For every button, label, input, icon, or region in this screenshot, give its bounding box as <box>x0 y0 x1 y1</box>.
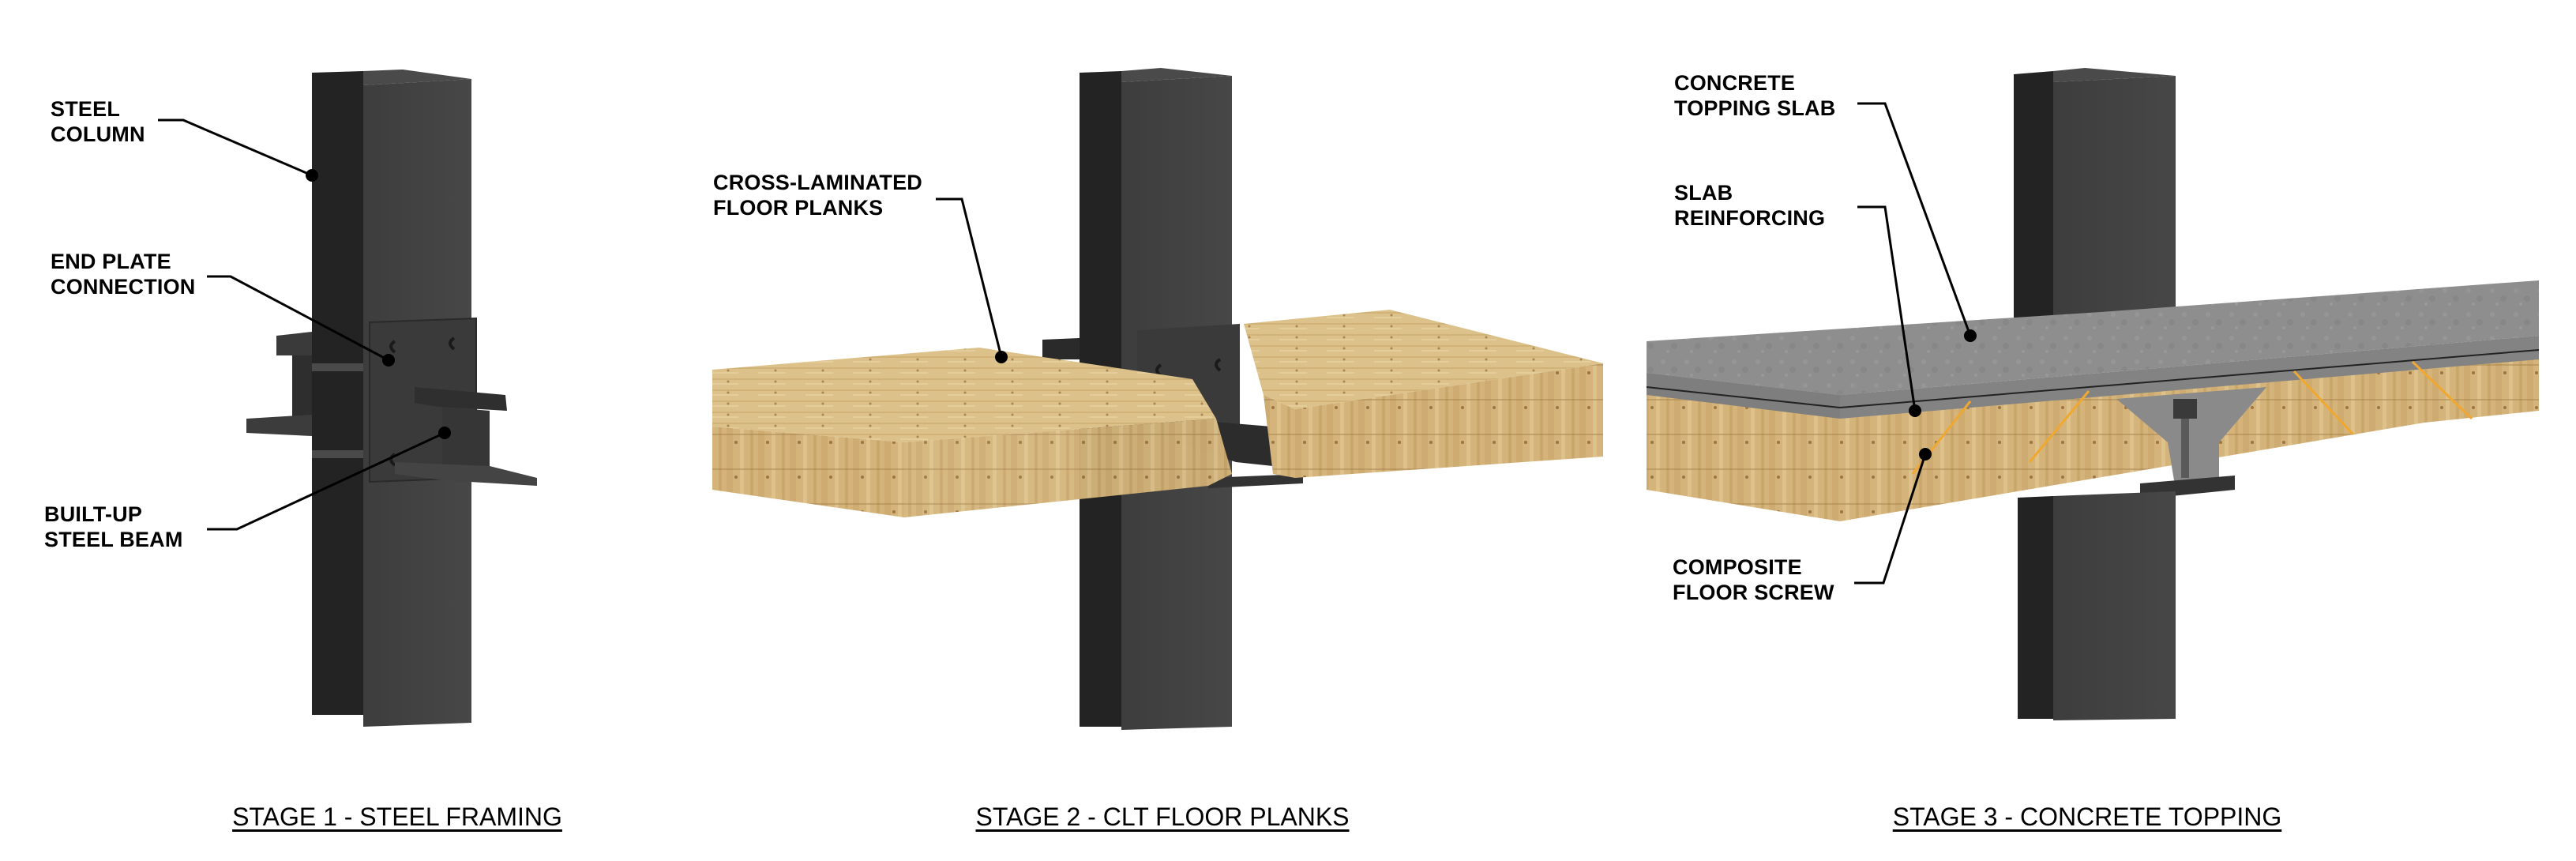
bolt-icon <box>389 453 396 467</box>
label-line: BUILT-UP <box>44 502 143 526</box>
bolt-icon <box>1215 358 1222 372</box>
clt-panel-right-front <box>1264 363 1603 478</box>
embedded-beam-web <box>2181 419 2189 478</box>
label-line: CROSS-LAMINATED <box>713 171 922 194</box>
concrete-joint-wedge <box>2116 387 2266 490</box>
leader-end-plate <box>207 275 389 362</box>
composite-floor-screw <box>2411 360 2473 420</box>
steel-column-face <box>2053 76 2176 340</box>
steel-column-lower-flange <box>2018 496 2053 719</box>
leader-dot <box>1964 329 1977 342</box>
leader-dot <box>306 169 318 182</box>
beam-left-top-flange <box>1042 338 1080 359</box>
steel-column-web-top <box>2053 68 2176 82</box>
label-concrete-topping-slab: CONCRETE TOPPING SLAB <box>1674 70 1835 121</box>
steel-column-web-top <box>1121 68 1232 82</box>
slab-reinforcing-line <box>1839 349 2540 408</box>
label-cross-laminated-floor-planks: CROSS-LAMINATED FLOOR PLANKS <box>713 170 922 220</box>
stage-2-clt-floor-planks <box>712 68 1603 730</box>
beam-left-bottom-flange <box>246 415 312 436</box>
steel-column-flange <box>312 71 363 715</box>
stage-3-concrete-topping <box>1646 68 2540 720</box>
stage-1-steel-framing <box>246 70 537 727</box>
label-steel-column: STEEL COLUMN <box>51 96 145 147</box>
leader-composite-screw <box>1854 453 1927 585</box>
concrete-slab-top <box>1647 280 2539 395</box>
clt-panel-left-front <box>712 427 904 517</box>
stage-3-caption: STAGE 3 - CONCRETE TOPPING <box>1892 803 2282 831</box>
leader-steel-column <box>158 118 313 177</box>
label-line: FLOOR SCREW <box>1673 581 1834 604</box>
leader-slab-reinforcing <box>1857 205 1917 412</box>
stage-2-caption: STAGE 2 - CLT FLOOR PLANKS <box>975 803 1350 831</box>
label-line: COMPOSITE <box>1673 555 1802 579</box>
label-line: COLUMN <box>51 122 145 146</box>
beam-left-web <box>292 355 312 419</box>
steel-column-web-top <box>363 70 471 85</box>
leader-dot <box>438 427 451 439</box>
label-line: STEEL BEAM <box>44 528 183 551</box>
leader-clt-planks <box>936 197 1003 358</box>
slab-reinforcing-line <box>1646 386 1841 408</box>
clt-panel-right-top <box>1244 310 1603 409</box>
label-line: TOPPING SLAB <box>1674 96 1836 120</box>
beam-right-top-flange <box>415 387 507 411</box>
column-stiffener <box>312 363 363 371</box>
leader-dot <box>1909 404 1921 417</box>
label-slab-reinforcing: SLAB REINFORCING <box>1674 180 1825 231</box>
leader-built-up-beam <box>207 431 445 531</box>
label-end-plate-connection: END PLATE CONNECTION <box>51 249 196 299</box>
label-line: SLAB <box>1674 181 1733 205</box>
steel-column-lower-face <box>2053 491 2176 720</box>
bolt-icon <box>449 337 456 351</box>
steel-column-flange <box>2014 71 2053 341</box>
concrete-slab-side <box>1840 336 2539 419</box>
beam-left-top-flange <box>276 332 312 355</box>
label-line: END PLATE <box>51 250 171 273</box>
leader-concrete-slab <box>1857 102 1972 337</box>
leader-dot <box>1919 448 1932 461</box>
beam-bottom-flange <box>1208 474 1303 488</box>
clt-panel-left-top <box>712 348 1216 442</box>
leader-lines <box>158 102 1972 585</box>
concrete-slab-front <box>1647 373 1840 419</box>
clt-panel-left-side <box>904 419 1232 517</box>
label-line: CONNECTION <box>51 275 196 299</box>
leader-dot <box>382 354 395 367</box>
beam-right-bottom-flange <box>395 462 537 486</box>
label-line: CONCRETE <box>1674 71 1796 95</box>
label-composite-floor-screw: COMPOSITE FLOOR SCREW <box>1673 555 1834 605</box>
leader-dot <box>995 351 1008 363</box>
composite-floor-screw <box>2028 390 2090 463</box>
label-line: STEEL <box>51 97 121 121</box>
column-stiffener <box>312 450 363 458</box>
embedded-beam-top <box>2173 399 2197 419</box>
beam-right-web <box>442 407 490 466</box>
bolt-icon <box>389 340 396 354</box>
leader-dots <box>306 169 1977 461</box>
label-line: REINFORCING <box>1674 206 1826 230</box>
stage-1-caption: STAGE 1 - STEEL FRAMING <box>232 803 562 831</box>
label-built-up-steel-beam: BUILT-UP STEEL BEAM <box>44 502 183 552</box>
label-line: FLOOR PLANKS <box>713 196 884 220</box>
composite-floor-screw <box>2292 370 2355 436</box>
